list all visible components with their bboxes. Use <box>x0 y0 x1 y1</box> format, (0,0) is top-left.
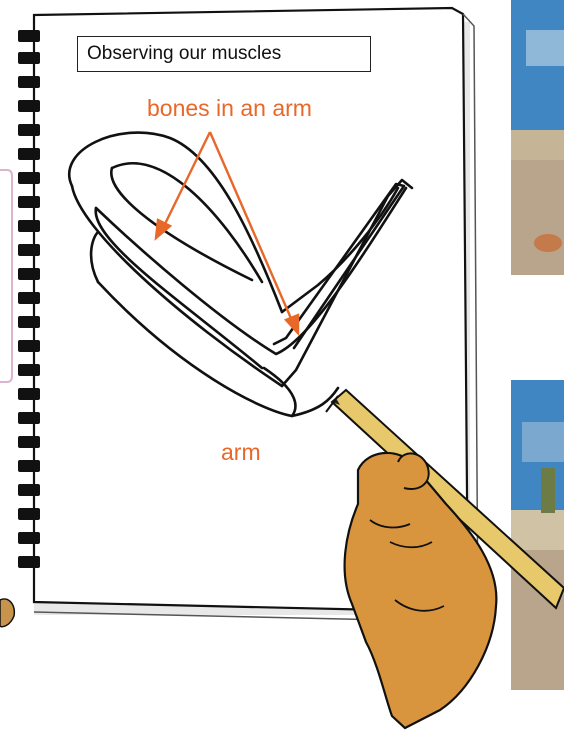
photo-top <box>511 0 564 275</box>
hand-icon <box>345 453 497 728</box>
arm-label: arm <box>221 439 261 466</box>
photo-bottom <box>511 380 564 690</box>
bones-label: bones in an arm <box>147 95 312 122</box>
corner-figure <box>0 599 14 627</box>
spiral-binding-icon <box>18 30 40 568</box>
side-panel <box>0 170 12 382</box>
page-title: Observing our muscles <box>77 36 371 72</box>
